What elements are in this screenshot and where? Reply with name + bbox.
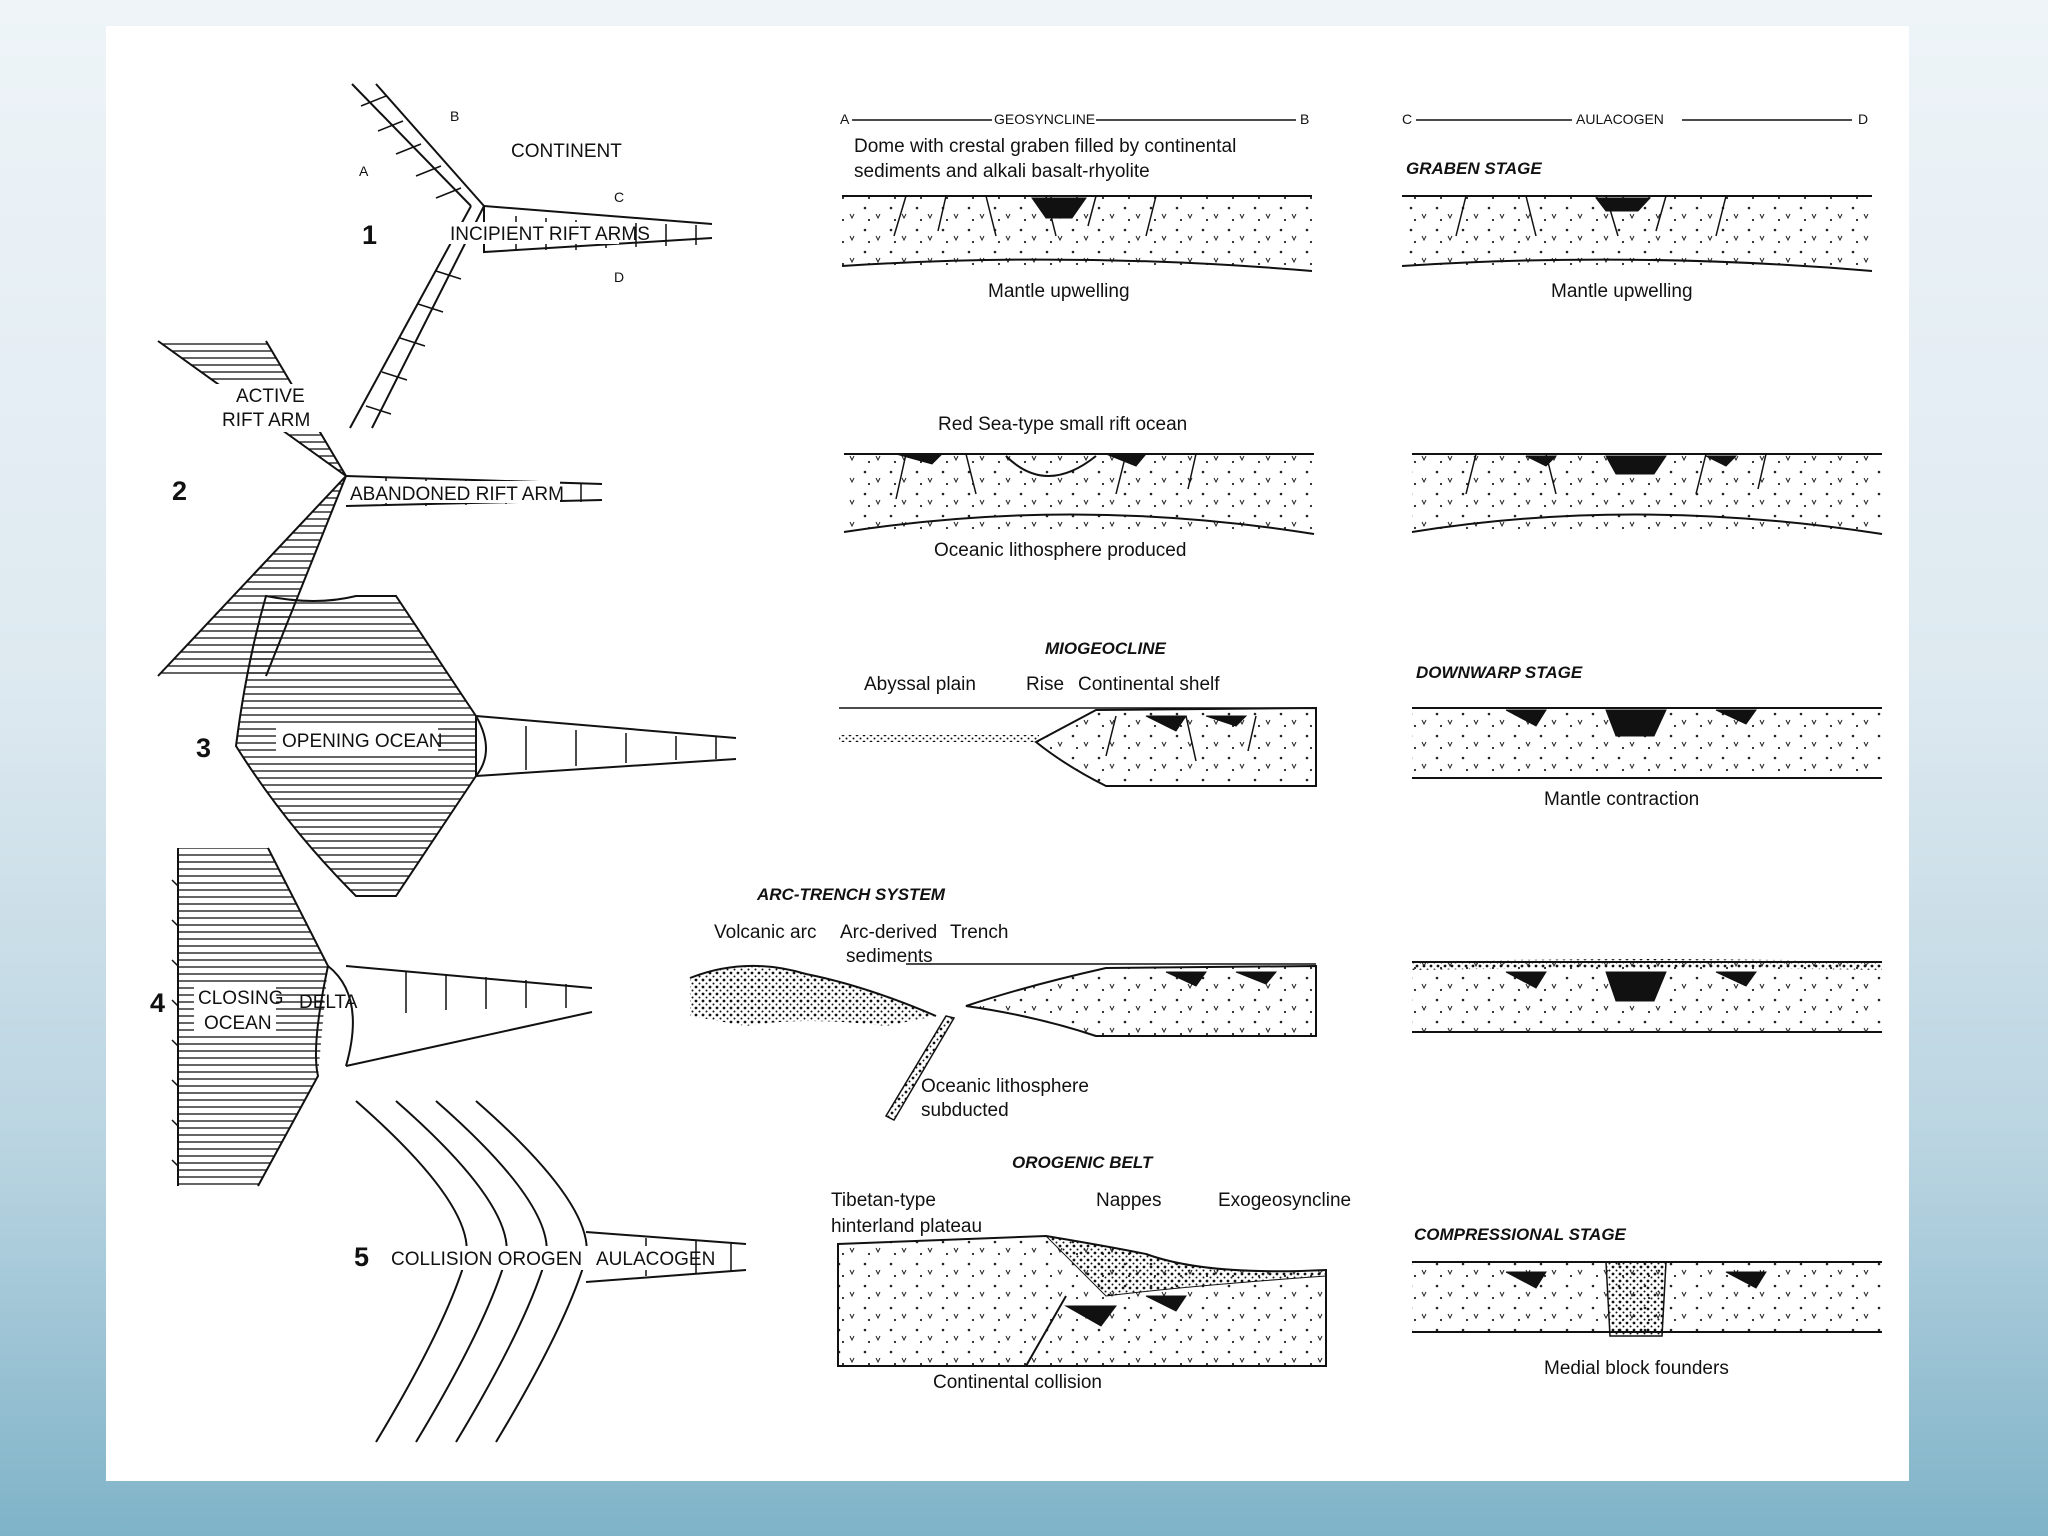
continental-collision-label: Continental collision [933, 1372, 1102, 1393]
point-d-label: D [614, 269, 624, 285]
stage-1-incipient-rift: 1 A B CONTINENT C D INCIPIENT RIFT ARMS [349, 83, 713, 429]
stage-4-closing-ocean: CLOSING OCEAN DELTA 4 [150, 847, 593, 1187]
stage-number-5: 5 [354, 1242, 369, 1272]
closing-ocean-label-2: OCEAN [204, 1013, 272, 1034]
orogenic-belt-heading: OROGENIC BELT [1012, 1153, 1154, 1172]
opening-ocean-label: OPENING OCEAN [282, 731, 442, 752]
oceanic-subducted-label-2: subducted [921, 1100, 1009, 1121]
abandoned-rift-arm-label: ABANDONED RIFT ARM [350, 484, 564, 505]
aulacogen-map-label: AULACOGEN [596, 1249, 715, 1270]
continental-shelf-label: Continental shelf [1078, 674, 1220, 695]
oceanic-subducted-label-1: Oceanic lithosphere [921, 1076, 1089, 1097]
downwarp-below-label: Mantle contraction [1544, 789, 1699, 810]
aulacogen-column: C AULACOGEN D GRABEN STAGE Mantle upwell… [1401, 111, 1883, 1379]
abyssal-plain-label: Abyssal plain [864, 674, 976, 695]
aulacogen-panel-second [1411, 453, 1883, 535]
rift-evolution-diagram: 1 A B CONTINENT C D INCIPIENT RIFT ARMS … [150, 83, 1883, 1443]
aulacogen-header-title: AULACOGEN [1576, 111, 1664, 127]
geosyncline-header-title: GEOSYNCLINE [994, 111, 1095, 127]
aulacogen-panel-graben: GRABEN STAGE Mantle upwelling [1401, 159, 1873, 302]
graben-below-label: Mantle upwelling [1551, 281, 1693, 302]
continent-label: CONTINENT [511, 141, 622, 162]
aulacogen-header-left: C [1402, 111, 1412, 127]
aulacogen-panel-downwarp: DOWNWARP STAGE Mantle contraction [1412, 663, 1882, 810]
red-sea-caption: Red Sea-type small rift ocean [938, 414, 1187, 435]
point-a-label: A [359, 163, 369, 179]
stage-2-active-rift: ACTIVE RIFT ARM ABANDONED RIFT ARM 2 [157, 340, 603, 677]
geosyncline-panel-red-sea: Red Sea-type small rift ocean Oceanic li… [843, 414, 1315, 561]
tibetan-label-2: hinterland plateau [831, 1216, 982, 1237]
dome-caption-2: sediments and alkali basalt-rhyolite [854, 161, 1150, 182]
geosyncline-panel-miogeocline: MIOGEOCLINE Abyssal plain Rise Continent… [839, 639, 1317, 787]
tibetan-label-1: Tibetan-type [831, 1190, 936, 1211]
graben-stage-heading: GRABEN STAGE [1406, 159, 1542, 178]
closing-ocean-label-1: CLOSING [198, 988, 284, 1009]
geosyncline-header-right: B [1300, 111, 1309, 127]
arc-trench-heading: ARC-TRENCH SYSTEM [756, 885, 946, 904]
compressional-below-label: Medial block founders [1544, 1358, 1729, 1379]
incipient-rift-arms-label: INCIPIENT RIFT ARMS [450, 224, 650, 245]
rift-map: 1 A B CONTINENT C D INCIPIENT RIFT ARMS … [150, 83, 747, 1443]
downwarp-stage-heading: DOWNWARP STAGE [1416, 663, 1583, 682]
stage-number-3: 3 [196, 733, 211, 763]
aulacogen-panel-fourth [1412, 959, 1882, 1033]
dome-below-label: Mantle upwelling [988, 281, 1130, 302]
stage-3-opening-ocean: OPENING OCEAN 3 [196, 594, 737, 897]
trench-label: Trench [950, 922, 1008, 943]
geosyncline-panel-arc-trench: ARC-TRENCH SYSTEM Volcanic arc Arc-deriv… [689, 885, 1317, 1121]
delta-label: DELTA [299, 992, 358, 1013]
geosyncline-panel-orogenic-belt: OROGENIC BELT Tibetan-type hinterland pl… [831, 1153, 1351, 1393]
geosyncline-header-left: A [840, 111, 850, 127]
stage-number-4: 4 [150, 988, 165, 1018]
collision-orogen-label: COLLISION OROGEN [391, 1249, 582, 1270]
aulacogen-panel-compressional: COMPRESSIONAL STAGE Medial block founder… [1412, 1225, 1882, 1379]
stage-number-1: 1 [362, 220, 377, 250]
compressional-stage-heading: COMPRESSIONAL STAGE [1414, 1225, 1627, 1244]
stage-5-collision-orogen: COLLISION OROGEN AULACOGEN 5 [354, 1100, 747, 1443]
exogeosyncline-label: Exogeosyncline [1218, 1190, 1351, 1211]
stage-number-2: 2 [172, 476, 187, 506]
point-b-label: B [450, 108, 459, 124]
slide-canvas: 1 A B CONTINENT C D INCIPIENT RIFT ARMS … [106, 26, 1909, 1481]
red-sea-below-label: Oceanic lithosphere produced [934, 540, 1186, 561]
nappes-label: Nappes [1096, 1190, 1162, 1211]
rise-label: Rise [1026, 674, 1064, 695]
active-rift-label-2: RIFT ARM [222, 410, 310, 431]
arc-derived-label-1: Arc-derived [840, 922, 937, 943]
geosyncline-panel-dome: Dome with crestal graben filled by conti… [841, 136, 1313, 302]
miogeocline-heading: MIOGEOCLINE [1045, 639, 1167, 658]
geosyncline-column: A GEOSYNCLINE B Dome with crestal graben… [689, 111, 1351, 1393]
active-rift-label-1: ACTIVE [236, 386, 305, 407]
dome-caption-1: Dome with crestal graben filled by conti… [854, 136, 1236, 157]
point-c-label: C [614, 189, 624, 205]
volcanic-arc-label: Volcanic arc [714, 922, 816, 943]
aulacogen-header-right: D [1858, 111, 1868, 127]
arc-derived-label-2: sediments [846, 946, 933, 967]
